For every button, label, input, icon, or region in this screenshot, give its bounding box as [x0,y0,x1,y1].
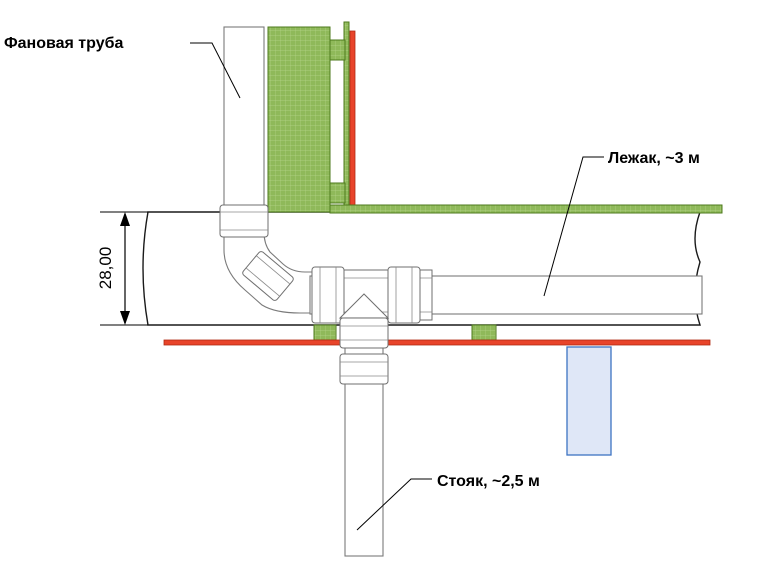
tee-right-socket [387,266,421,324]
label-vent-pipe: Фановая труба [4,35,123,52]
floor-red-membrane [163,339,711,346]
label-horizontal-pipe: Лежак, ~3 м [608,150,700,167]
leader-horizontal-pipe [543,156,604,297]
dimension-arrow-bottom [120,311,130,325]
blue-block [566,346,612,456]
floor-green-board [329,204,723,214]
wall-insulation-block [267,26,331,213]
riser-coupling-bottom [339,353,389,385]
support-pad-left [313,324,337,341]
tee-left-socket [311,266,345,324]
bracket-lower [329,182,346,204]
vent-pipe [223,26,265,213]
elbow-socket [242,251,294,301]
label-riser: Стояк, ~2,5 м [437,473,540,490]
elbow-top-coupling [219,204,269,238]
support-pad-right [471,324,497,341]
leader-vent-pipe [190,42,241,99]
riser-coupling-top [339,317,389,349]
leader-riser [356,478,432,531]
wall-red-membrane [349,30,356,208]
dimension-arrow-top [120,212,130,226]
bracket-upper [329,39,346,61]
dimension-label: 28,00 [96,247,115,290]
